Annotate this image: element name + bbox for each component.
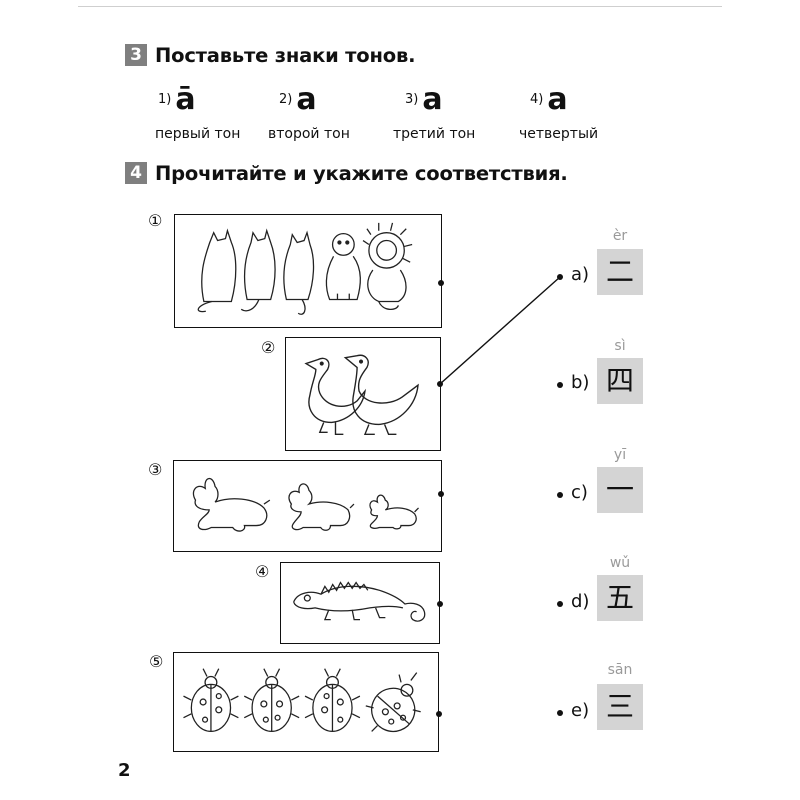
option-label-d: d) <box>571 591 590 612</box>
two-ducks-icon <box>304 354 419 435</box>
option-dot-b[interactable] <box>557 382 563 388</box>
picture-dot-5[interactable] <box>436 711 442 717</box>
tone-name-2: второй тон <box>268 126 350 142</box>
picture-dot-4[interactable] <box>437 601 443 607</box>
tone-letter: a <box>547 82 568 117</box>
option-label-e: e) <box>571 700 590 721</box>
picture-box-1 <box>174 214 442 328</box>
tone-item-3: 3)a <box>405 85 443 115</box>
option-dot-e[interactable] <box>557 710 563 716</box>
picture-box-5 <box>173 652 439 752</box>
section-3-badge: 3 <box>125 44 147 66</box>
option-label-c: c) <box>571 482 588 503</box>
picture-number-4: ④ <box>255 562 270 581</box>
picture-box-2 <box>285 337 441 451</box>
picture-dot-1[interactable] <box>438 280 444 286</box>
section-4-title: Прочитайте и укажите соответствия. <box>155 162 568 185</box>
option-label-b: b) <box>571 372 590 393</box>
picture-number-3: ③ <box>148 460 163 479</box>
hanzi-d: 五 <box>597 575 643 621</box>
tone-item-4: 4)a <box>530 85 568 115</box>
picture-box-4 <box>280 562 440 644</box>
pinyin-d: wǔ <box>609 555 631 571</box>
tone-item-2: 2)a <box>279 85 317 115</box>
tone-item-1: 1)ā <box>158 85 196 115</box>
option-dot-d[interactable] <box>557 601 563 607</box>
tone-letter: ā <box>175 82 196 117</box>
five-animals-icon <box>197 222 413 315</box>
pinyin-c: yī <box>613 447 627 463</box>
four-ladybugs-icon <box>183 668 421 733</box>
top-rule <box>78 0 722 7</box>
tone-name-3: третий тон <box>393 126 476 142</box>
hanzi-c: 一 <box>597 467 643 513</box>
tone-letter: a <box>422 82 443 117</box>
pinyin-b: sì <box>614 338 626 354</box>
picture-dot-3[interactable] <box>438 491 444 497</box>
match-line <box>439 276 561 385</box>
tone-number: 3) <box>405 92 419 107</box>
picture-number-5: ⑤ <box>149 652 164 671</box>
hanzi-a: 二 <box>597 249 643 295</box>
picture-number-2: ② <box>261 338 276 357</box>
picture-number-1: ① <box>148 211 163 230</box>
tone-number: 4) <box>530 92 544 107</box>
lizard-icon <box>293 581 426 622</box>
section-4-badge: 4 <box>125 162 147 184</box>
three-rabbits-icon <box>192 477 419 532</box>
tone-number: 2) <box>279 92 293 107</box>
tone-letter: a <box>296 82 317 117</box>
picture-box-3 <box>173 460 442 552</box>
page-number: 2 <box>118 760 131 781</box>
tone-number: 1) <box>158 92 172 107</box>
option-label-a: a) <box>571 264 590 285</box>
pinyin-e: sān <box>607 662 633 678</box>
picture-dot-2[interactable] <box>437 381 443 387</box>
tone-name-1: первый тон <box>155 126 241 142</box>
section-3-title: Поставьте знаки тонов. <box>155 44 416 67</box>
option-dot-c[interactable] <box>557 492 563 498</box>
tone-name-4: четвертый <box>519 126 599 142</box>
option-dot-a[interactable] <box>557 274 563 280</box>
hanzi-e: 三 <box>597 684 643 730</box>
hanzi-b: 四 <box>597 358 643 404</box>
pinyin-a: èr <box>612 228 628 244</box>
